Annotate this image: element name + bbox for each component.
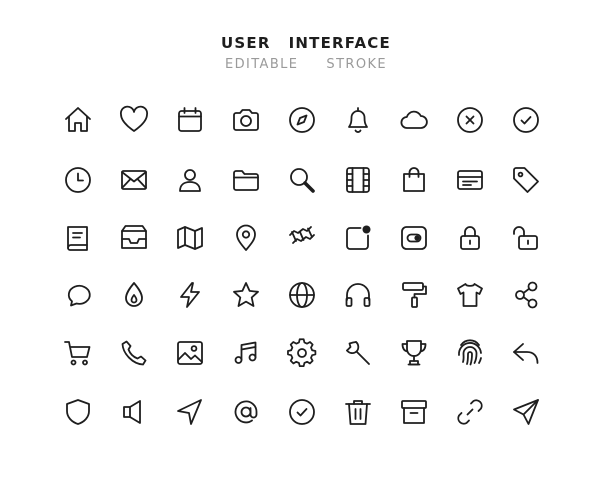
title-word-user: USER bbox=[221, 34, 271, 52]
image-icon bbox=[174, 337, 206, 369]
globe-icon bbox=[286, 279, 318, 311]
star-icon bbox=[230, 279, 262, 311]
heart-icon bbox=[118, 104, 150, 136]
chat-bubble-icon bbox=[62, 279, 94, 311]
cloud-icon bbox=[398, 104, 430, 136]
speaker-icon bbox=[118, 396, 150, 428]
tag-icon bbox=[510, 164, 542, 196]
subtitle-word-editable: EDITABLE bbox=[224, 57, 299, 72]
clock-icon bbox=[62, 164, 94, 196]
location-pin-icon bbox=[230, 222, 262, 254]
wrench-icon bbox=[342, 337, 374, 369]
at-sign-icon bbox=[230, 396, 262, 428]
close-circle-icon bbox=[454, 104, 486, 136]
archive-icon bbox=[398, 396, 430, 428]
bell-icon bbox=[342, 104, 374, 136]
navigation-icon bbox=[174, 396, 206, 428]
settings-icon bbox=[286, 337, 318, 369]
home-icon bbox=[62, 104, 94, 136]
check-circle-icon bbox=[286, 396, 318, 428]
mail-icon bbox=[118, 164, 150, 196]
reply-icon bbox=[510, 337, 542, 369]
camera-icon bbox=[230, 104, 262, 136]
toggle-icon bbox=[398, 222, 430, 254]
shopping-bag-icon bbox=[398, 164, 430, 196]
page-subtitle: EDITABLE STROKE bbox=[0, 57, 612, 72]
calendar-icon bbox=[174, 104, 206, 136]
folder-icon bbox=[230, 164, 262, 196]
subtitle-word-stroke: STROKE bbox=[326, 57, 388, 72]
compass-icon bbox=[286, 104, 318, 136]
check-circle-icon bbox=[510, 104, 542, 136]
search-icon bbox=[286, 164, 318, 196]
paint-roller-icon bbox=[398, 279, 430, 311]
map-icon bbox=[174, 222, 206, 254]
book-icon bbox=[62, 222, 94, 254]
headphones-icon bbox=[342, 279, 374, 311]
paper-plane-icon bbox=[510, 396, 542, 428]
share-icon bbox=[510, 279, 542, 311]
unlock-icon bbox=[510, 222, 542, 254]
lock-icon bbox=[454, 222, 486, 254]
drop-icon bbox=[118, 279, 150, 311]
film-icon bbox=[342, 164, 374, 196]
phone-icon bbox=[118, 337, 150, 369]
cart-icon bbox=[62, 337, 94, 369]
inbox-icon bbox=[118, 222, 150, 254]
flag-icon bbox=[286, 222, 318, 254]
fingerprint-icon bbox=[454, 337, 486, 369]
link-icon bbox=[454, 396, 486, 428]
credit-card-icon bbox=[454, 164, 486, 196]
t-shirt-icon bbox=[454, 279, 486, 311]
music-icon bbox=[230, 337, 262, 369]
notification-icon bbox=[342, 222, 374, 254]
title-word-interface: INTERFACE bbox=[288, 34, 391, 52]
trophy-icon bbox=[398, 337, 430, 369]
trash-icon bbox=[342, 396, 374, 428]
shield-icon bbox=[62, 396, 94, 428]
user-icon bbox=[174, 164, 206, 196]
lightning-icon bbox=[174, 279, 206, 311]
page-title: USER INTERFACE bbox=[0, 34, 612, 52]
